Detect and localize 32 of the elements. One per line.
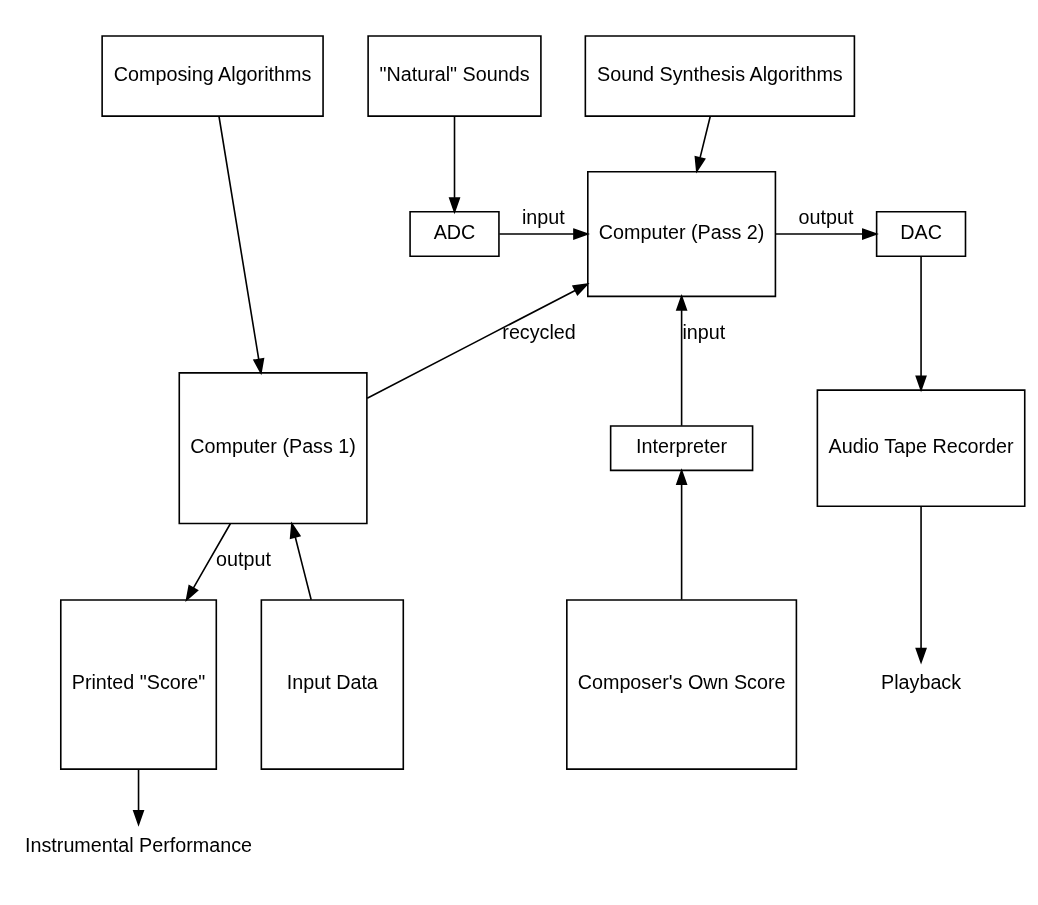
node-box: Audio Tape Recorder: [816, 389, 1026, 507]
arrow: [915, 505, 927, 665]
node-box: ADC: [409, 211, 500, 258]
arrow: [132, 768, 145, 827]
node-box: Input Data: [260, 599, 405, 770]
node-box: Computer (Pass 1): [178, 372, 368, 525]
node-box: Composer's Own Score: [566, 599, 798, 770]
node-box: Printed "Score": [60, 599, 218, 770]
arrow: [185, 522, 232, 602]
arrow: [448, 115, 461, 215]
edge-label: input: [682, 321, 726, 344]
node-box: "Natural" Sounds: [367, 35, 542, 117]
edge-label: output: [216, 548, 271, 571]
arrow: [694, 115, 711, 174]
arrow: [289, 521, 312, 601]
edge-label: recycled: [502, 321, 576, 344]
node-box: Composing Algorithms: [101, 35, 324, 117]
arrow: [218, 115, 265, 376]
arrow: [774, 228, 879, 240]
arrow: [675, 294, 688, 427]
edge-label: output: [798, 205, 854, 228]
arrow: [915, 255, 927, 393]
node-box: Sound Synthesis Algorithms: [584, 35, 856, 117]
edge-label: input: [521, 205, 565, 228]
arrow: [675, 468, 688, 601]
arrow: [366, 283, 590, 399]
arrow: [498, 228, 590, 240]
node-box: Interpreter: [609, 425, 754, 472]
node-box: DAC: [875, 211, 967, 258]
node-text: Instrumental Performance: [25, 833, 253, 856]
node-text: Playback: [881, 671, 962, 694]
node-box: Computer (Pass 2): [587, 170, 777, 298]
